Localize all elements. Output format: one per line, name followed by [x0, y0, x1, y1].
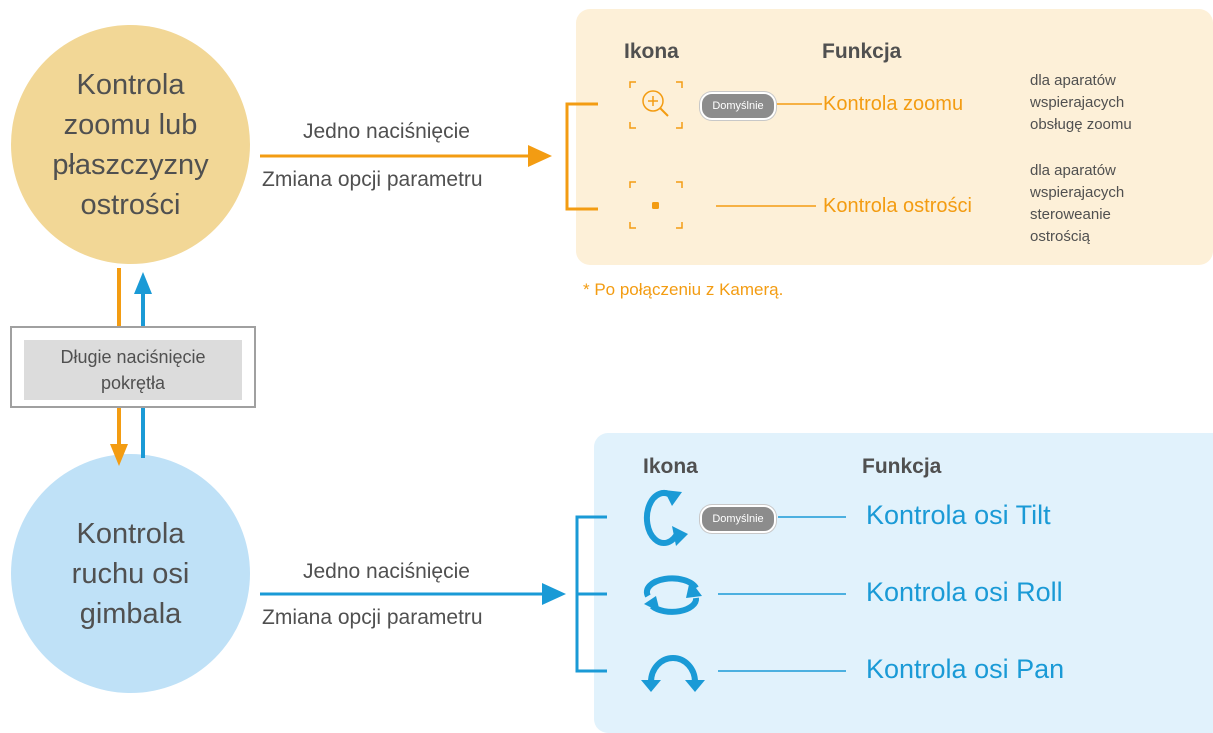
top-column-icon-header: Ikona	[624, 40, 679, 63]
long-press-switch-box: Długie naciśnięcie pokrętła	[10, 326, 256, 408]
tilt-default-badge: Domyślnie	[700, 505, 776, 533]
top-arrow-label-change: Zmiana opcji parametru	[262, 168, 483, 191]
zoom-default-badge: Domyślnie	[700, 92, 776, 120]
bottom-arrow-label-change: Zmiana opcji parametru	[262, 606, 483, 629]
pan-control-label: Kontrola osi Pan	[866, 654, 1065, 684]
bottom-bracket	[575, 515, 607, 673]
top-arrow	[260, 145, 552, 167]
pan-rotate-icon	[641, 655, 705, 692]
bottom-arrow	[260, 583, 566, 605]
roll-rotate-icon	[643, 575, 702, 615]
top-column-function-header: Funkcja	[822, 40, 902, 63]
zoom-focus-mode-circle: Kontrola zoomu lub płaszczyzny ostrości	[11, 25, 250, 264]
roll-control-label: Kontrola osi Roll	[866, 577, 1063, 607]
focus-control-label: Kontrola ostrości	[823, 195, 972, 217]
tilt-rotate-icon	[643, 490, 688, 546]
focus-point-icon	[629, 181, 683, 229]
top-arrow-label-press: Jedno naciśnięcie	[303, 120, 470, 143]
focus-control-note: dla aparatów wspierajacych steroweanie o…	[1030, 162, 1125, 245]
zoom-control-note: dla aparatów wspierajacych obsługę zoomu	[1030, 72, 1132, 133]
long-press-label: Długie naciśnięcie pokrętła	[24, 340, 242, 400]
connection-footnote: * Po połączeniu z Kamerą.	[583, 280, 784, 299]
zoom-control-label: Kontrola zoomu	[823, 93, 964, 115]
bottom-arrow-label-press: Jedno naciśnięcie	[303, 560, 470, 583]
bottom-column-icon-header: Ikona	[643, 455, 698, 478]
tilt-control-label: Kontrola osi Tilt	[866, 500, 1051, 530]
zoom-in-icon	[629, 81, 683, 129]
bottom-column-function-header: Funkcja	[862, 455, 942, 478]
gimbal-axis-mode-circle: Kontrola ruchu osi gimbala	[11, 454, 250, 693]
top-bracket	[565, 102, 598, 211]
